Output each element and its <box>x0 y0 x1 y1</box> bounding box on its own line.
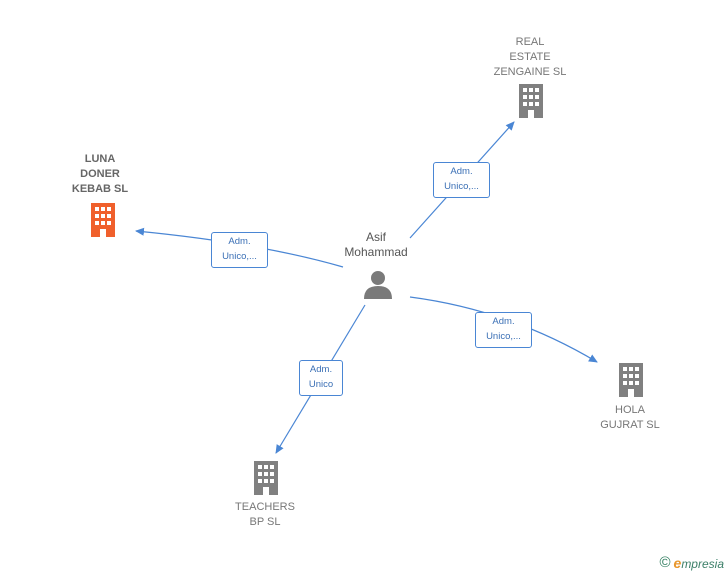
building-icon[interactable] <box>87 203 119 237</box>
edge-label-teachers[interactable]: Adm. Unico <box>299 360 343 396</box>
person-icon[interactable] <box>363 269 393 299</box>
building-icon[interactable] <box>515 84 547 118</box>
empresia-watermark: © empresia <box>659 554 724 571</box>
building-icon[interactable] <box>615 363 647 397</box>
node-label-hola[interactable]: HOLA GUJRAT SL <box>600 404 660 431</box>
node-label-luna[interactable]: LUNA DONER KEBAB SL <box>71 153 129 195</box>
copyright-symbol: © <box>659 554 671 571</box>
node-label-asif[interactable]: Asif Mohammad <box>344 230 408 259</box>
building-icon[interactable] <box>250 461 282 495</box>
edge-label-luna[interactable]: Adm. Unico,... <box>211 232 268 268</box>
edge-label-hola[interactable]: Adm. Unico,... <box>475 312 532 348</box>
node-label-real-estate[interactable]: REAL ESTATE ZENGAINE SL <box>493 36 567 78</box>
edge-label-real-estate[interactable]: Adm. Unico,... <box>433 162 490 198</box>
node-label-teachers[interactable]: TEACHERS BP SL <box>235 501 295 528</box>
brand-logo: empresia <box>673 554 724 571</box>
